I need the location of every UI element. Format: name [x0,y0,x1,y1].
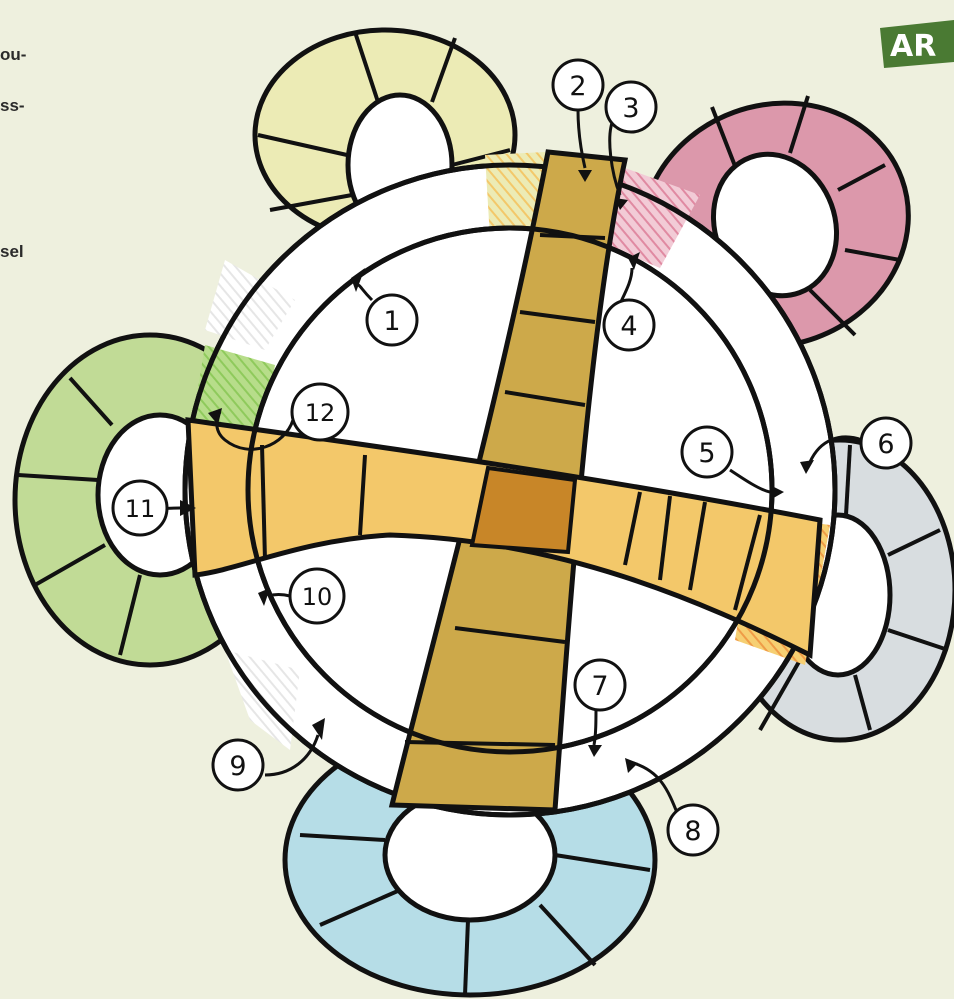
svg-text:AR: AR [890,29,936,64]
marker-8: 8 [668,805,718,855]
svg-text:12: 12 [305,399,336,427]
svg-text:8: 8 [684,816,701,847]
marker-4: 4 [604,300,654,350]
marker-5: 5 [682,427,732,477]
center-square [472,468,575,552]
svg-text:5: 5 [698,438,715,469]
marker-7: 7 [575,660,625,710]
marker-12: 12 [292,384,348,440]
svg-text:9: 9 [229,751,246,782]
marker-6: 6 [861,418,911,468]
svg-text:11: 11 [125,495,156,523]
marker-3: 3 [606,82,656,132]
svg-text:1: 1 [383,306,400,337]
svg-text:2: 2 [569,71,586,102]
marker-1: 1 [367,295,417,345]
svg-text:7: 7 [591,671,608,702]
svg-text:10: 10 [302,583,333,611]
svg-text:4: 4 [620,311,637,342]
svg-text:6: 6 [877,429,894,460]
marker-11: 11 [113,481,167,535]
marker-10: 10 [290,569,344,623]
marker-2: 2 [553,60,603,110]
marker-9: 9 [213,740,263,790]
brand-badge: AR [880,20,954,68]
svg-text:3: 3 [622,93,639,124]
